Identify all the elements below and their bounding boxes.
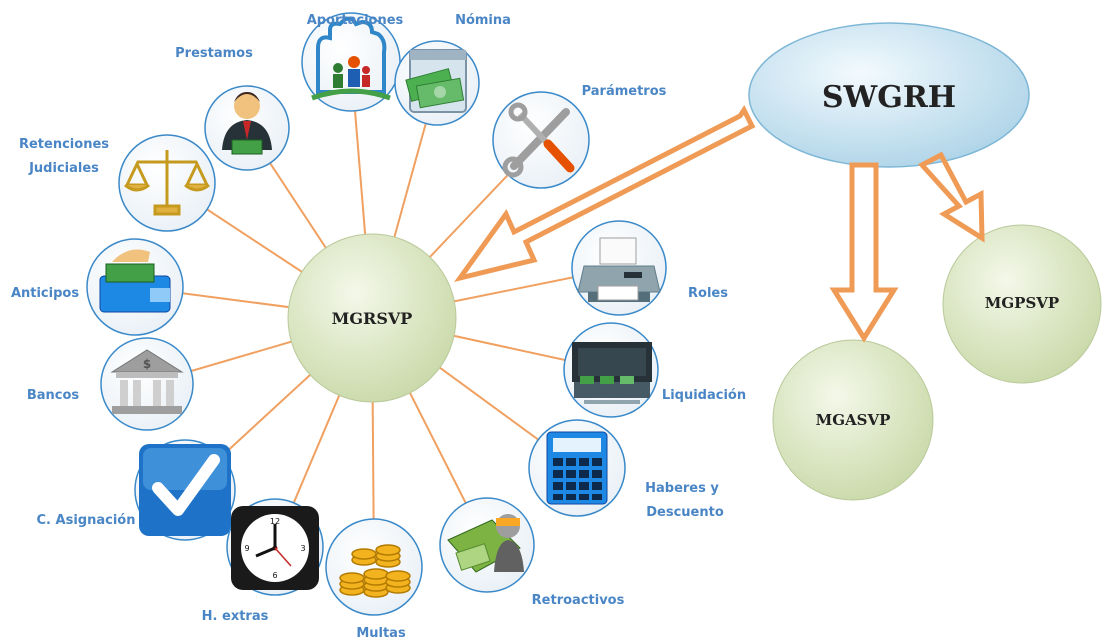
- item-haberes-descuento[interactable]: Haberes y Descuento: [528, 419, 724, 520]
- svg-text:$: $: [143, 357, 151, 371]
- item-label-line2: Judiciales: [28, 161, 99, 176]
- item-label: H. extras: [202, 609, 269, 624]
- scales-icon: [124, 150, 210, 216]
- money-icon: [405, 49, 467, 113]
- root-node[interactable]: SWGRH: [748, 22, 1030, 168]
- cash-register-icon: [572, 342, 652, 404]
- item-nomina[interactable]: Nómina: [394, 13, 511, 126]
- cashier-icon: [447, 514, 524, 573]
- clock-icon: 12 3 6 9: [231, 506, 319, 590]
- wallet-icon: [99, 249, 171, 313]
- item-parametros[interactable]: Parámetros: [492, 84, 667, 189]
- item-retenciones-judiciales[interactable]: Retenciones Judiciales: [19, 134, 216, 232]
- item-label: Retroactivos: [532, 593, 625, 608]
- item-label: Roles: [688, 286, 728, 301]
- svg-text:6: 6: [272, 571, 277, 580]
- item-label: Multas: [356, 626, 406, 641]
- checkmark-icon: [139, 444, 231, 536]
- item-aportaciones[interactable]: Aportaciones: [301, 12, 404, 112]
- hub-node[interactable]: MGRSVP: [287, 233, 457, 403]
- businessman-icon: [222, 92, 272, 155]
- module-label: MGPSVP: [985, 294, 1059, 312]
- item-label: Anticipos: [11, 286, 79, 301]
- arrow-root-to-mgpsvp: [917, 151, 985, 243]
- tools-icon: [502, 102, 575, 178]
- arrow-root-to-mgasvp: [829, 162, 899, 343]
- item-label: C. Asignación: [37, 513, 136, 528]
- module-node-mgasvp[interactable]: MGASVP: [772, 339, 934, 501]
- item-label: Aportaciones: [307, 13, 404, 28]
- item-label: Liquidación: [662, 388, 746, 403]
- root-label: SWGRH: [822, 80, 956, 115]
- item-bancos[interactable]: $ Bancos: [27, 337, 194, 431]
- printer-icon: [577, 237, 661, 302]
- svg-text:12: 12: [270, 517, 280, 526]
- item-label: Haberes y: [645, 481, 719, 496]
- coins-icon: [339, 544, 411, 598]
- module-label: MGASVP: [816, 411, 891, 429]
- item-label-line2: Descuento: [646, 505, 724, 520]
- item-c-asignacion[interactable]: C. Asignación: [37, 439, 236, 541]
- item-multas[interactable]: Multas: [325, 518, 423, 641]
- item-label: Prestamos: [175, 46, 253, 61]
- item-liquidacion[interactable]: Liquidación: [563, 322, 746, 418]
- calculator-icon: [546, 431, 608, 505]
- item-label: Retenciones: [19, 137, 109, 152]
- item-label: Parámetros: [582, 84, 667, 99]
- svg-text:9: 9: [244, 544, 249, 553]
- svg-text:3: 3: [300, 544, 305, 553]
- hub-label: MGRSVP: [332, 309, 413, 328]
- item-label: Nómina: [455, 13, 511, 28]
- item-prestamos[interactable]: Prestamos: [175, 46, 290, 171]
- item-roles[interactable]: Roles: [571, 220, 728, 316]
- item-anticipos[interactable]: Anticipos: [11, 238, 184, 336]
- item-retroactivos[interactable]: Retroactivos: [439, 497, 625, 608]
- item-h-extras[interactable]: 12 3 6 9 H. extras: [202, 498, 324, 624]
- arrow-root-to-hub: [454, 105, 756, 283]
- family-icon: [311, 16, 391, 101]
- bank-icon: $: [110, 349, 184, 414]
- item-label: Bancos: [27, 388, 80, 403]
- module-node-mgpsvp[interactable]: MGPSVP: [942, 224, 1102, 384]
